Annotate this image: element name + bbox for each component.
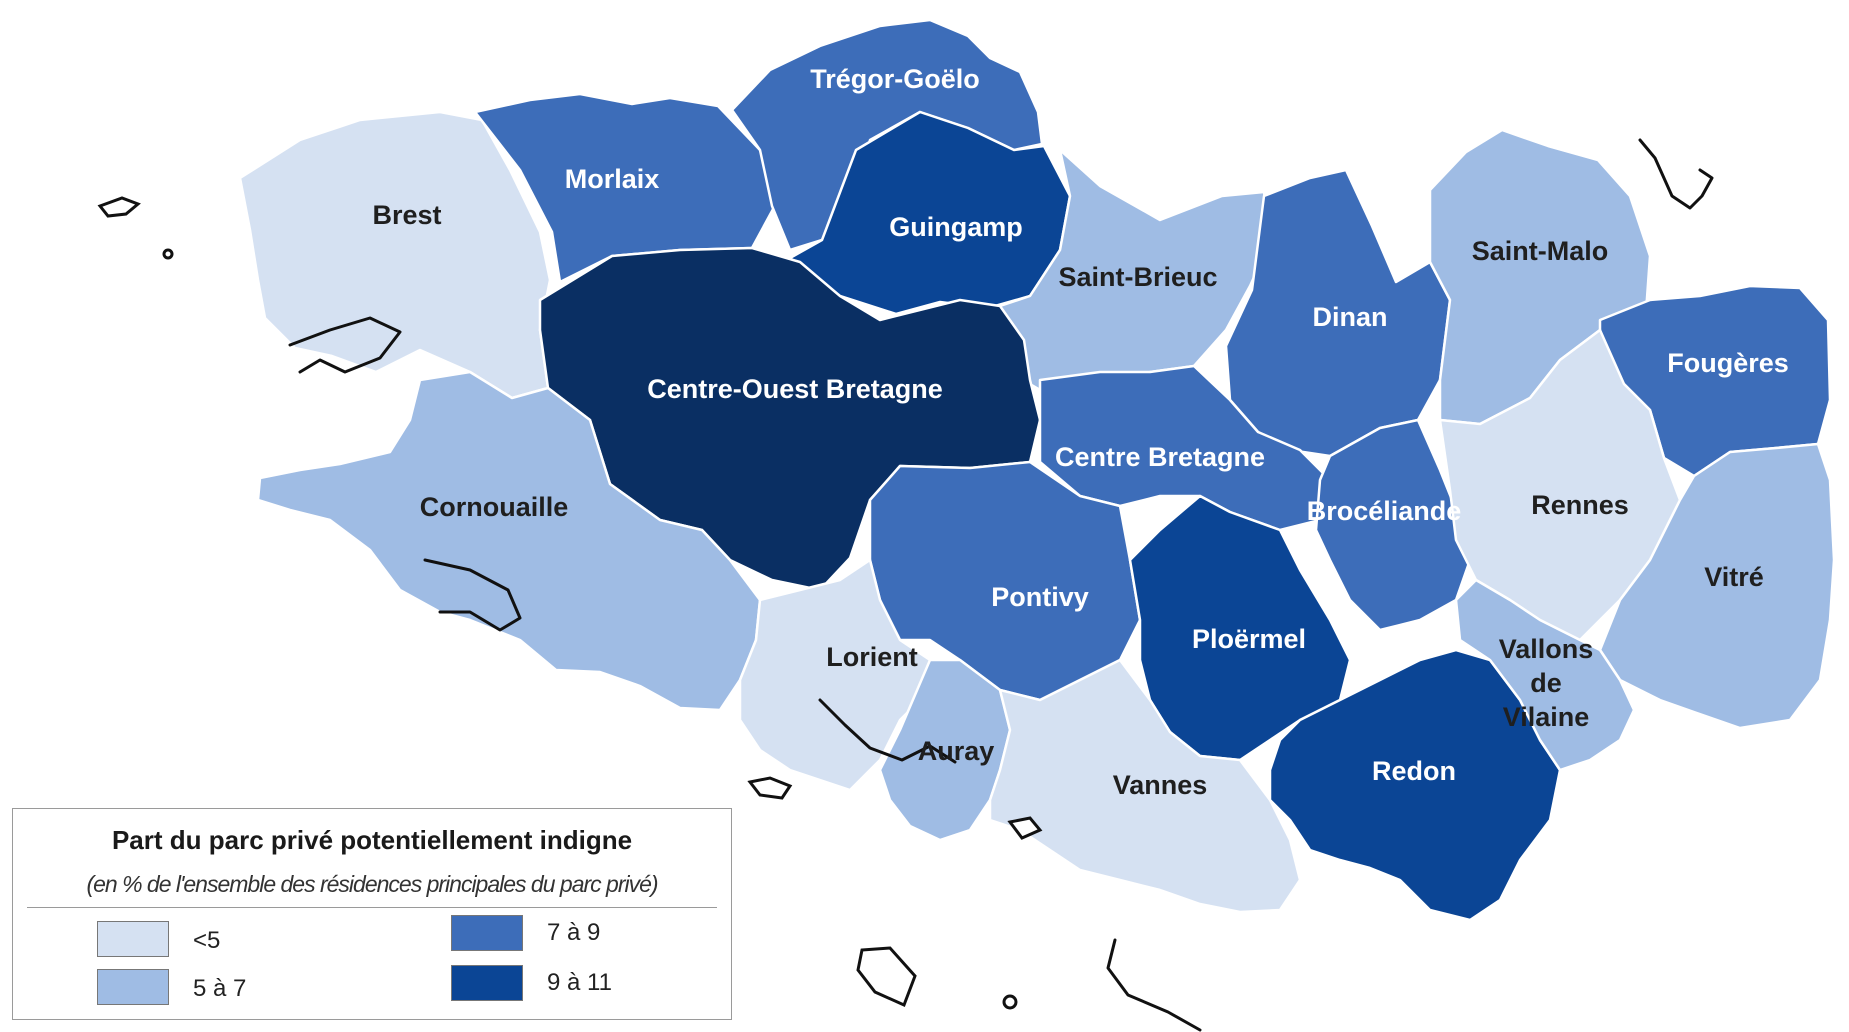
legend-divider: [27, 907, 717, 908]
coastline: [288, 316, 402, 374]
region-vitre: [1598, 442, 1836, 730]
legend-label-7-9: 7 à 9: [547, 919, 601, 946]
legend-title: Part du parc privé potentiellement indig…: [111, 825, 633, 855]
region-label-ploermel: Ploërmel: [1192, 624, 1306, 654]
region-vallons-de-vilaine: [1454, 578, 1636, 772]
legend-label-lt5: <5: [193, 927, 221, 954]
region-label-vannes: Vannes: [1113, 770, 1208, 800]
legend-label-9-11: 9 à 11: [547, 969, 612, 996]
legend-swatch-7-9: [451, 915, 523, 951]
region-label-morlaix: Morlaix: [565, 164, 660, 194]
region-label-centre-ouest-bretagne: Centre-Ouest Bretagne: [647, 374, 943, 404]
coastline: [818, 698, 957, 764]
region-redon: [1268, 648, 1562, 922]
region-brest: [238, 110, 552, 400]
legend-label-5-7: 5 à 7: [193, 975, 247, 1002]
island: [856, 946, 917, 1008]
region-label-cornouaille: Cornouaille: [420, 492, 569, 522]
coastline: [1106, 938, 1202, 1032]
region-label-vitre: Vitré: [1704, 562, 1764, 592]
region-broceliande: [1314, 418, 1472, 632]
region-label-pontivy: Pontivy: [991, 582, 1089, 612]
coastline: [423, 558, 522, 632]
island: [1007, 816, 1043, 840]
region-label-centre-bretagne: Centre Bretagne: [1055, 442, 1265, 472]
region-label-saint-brieuc: Saint-Brieuc: [1058, 262, 1217, 292]
legend-swatch-lt5: [97, 921, 169, 957]
region-label-guingamp: Guingamp: [889, 212, 1023, 242]
region-label-dinan: Dinan: [1312, 302, 1387, 332]
region-label-fougeres: Fougères: [1667, 348, 1789, 378]
region-label-saint-malo: Saint-Malo: [1472, 236, 1609, 266]
legend: Part du parc privé potentiellement indig…: [12, 808, 732, 1020]
legend-swatch-9-11: [451, 965, 523, 1001]
island: [97, 196, 141, 218]
island: [747, 776, 793, 800]
region-label-broceliande: Brocéliande: [1307, 496, 1462, 526]
region-lorient: [738, 558, 932, 792]
coastline: [1638, 138, 1714, 210]
region-label-redon: Redon: [1372, 756, 1456, 786]
region-label-lorient: Lorient: [826, 642, 918, 672]
region-vannes: [988, 658, 1302, 914]
island: [162, 248, 174, 260]
legend-swatch-5-7: [97, 969, 169, 1005]
legend-subtitle: (en % de l'ensemble des résidences princ…: [86, 871, 658, 897]
region-label-brest: Brest: [372, 200, 441, 230]
region-label-tregor-goelo: Trégor-Goëlo: [810, 64, 980, 94]
region-label-auray: Auray: [918, 736, 995, 766]
island: [1002, 994, 1018, 1010]
region-label-rennes: Rennes: [1531, 490, 1629, 520]
